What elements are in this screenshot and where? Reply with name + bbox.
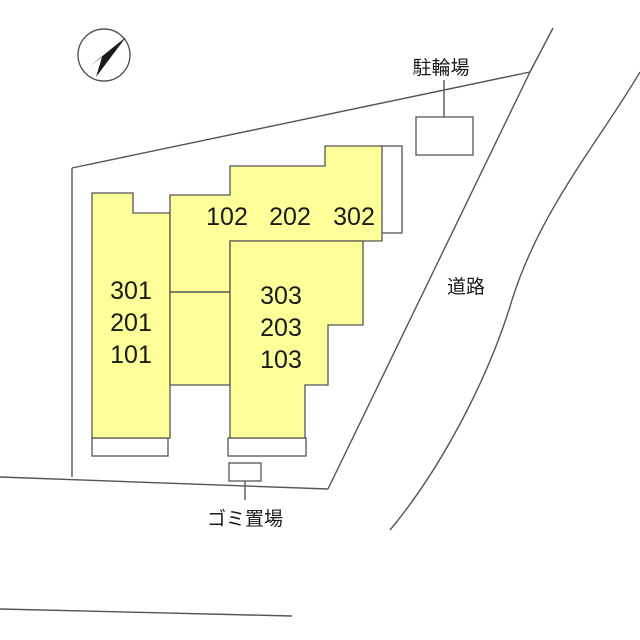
unit-102: 102 bbox=[206, 203, 248, 231]
bottom-line bbox=[0, 608, 293, 617]
unit-203: 203 bbox=[260, 314, 302, 342]
balcony-left bbox=[91, 437, 169, 457]
garbage-area bbox=[228, 462, 262, 482]
north-arrow-icon bbox=[77, 28, 131, 82]
site-boundary bbox=[0, 27, 554, 490]
unit-202: 202 bbox=[269, 203, 311, 231]
unit-302: 302 bbox=[333, 203, 375, 231]
balcony-top bbox=[379, 145, 403, 234]
unit-101: 101 bbox=[110, 341, 152, 369]
balcony-right bbox=[227, 437, 307, 457]
unit-303: 303 bbox=[260, 282, 302, 310]
unit-301: 301 bbox=[110, 277, 152, 305]
building-right bbox=[229, 240, 364, 439]
unit-103: 103 bbox=[260, 346, 302, 374]
garbage-area-label: ゴミ置場 bbox=[207, 508, 283, 530]
road-label: 道路 bbox=[447, 276, 485, 298]
building-top bbox=[169, 145, 383, 386]
road-edge-line bbox=[389, 71, 640, 531]
bicycle-parking-label: 駐輪場 bbox=[412, 57, 469, 79]
bicycle-parking-area bbox=[415, 116, 474, 156]
unit-201: 201 bbox=[110, 309, 152, 337]
